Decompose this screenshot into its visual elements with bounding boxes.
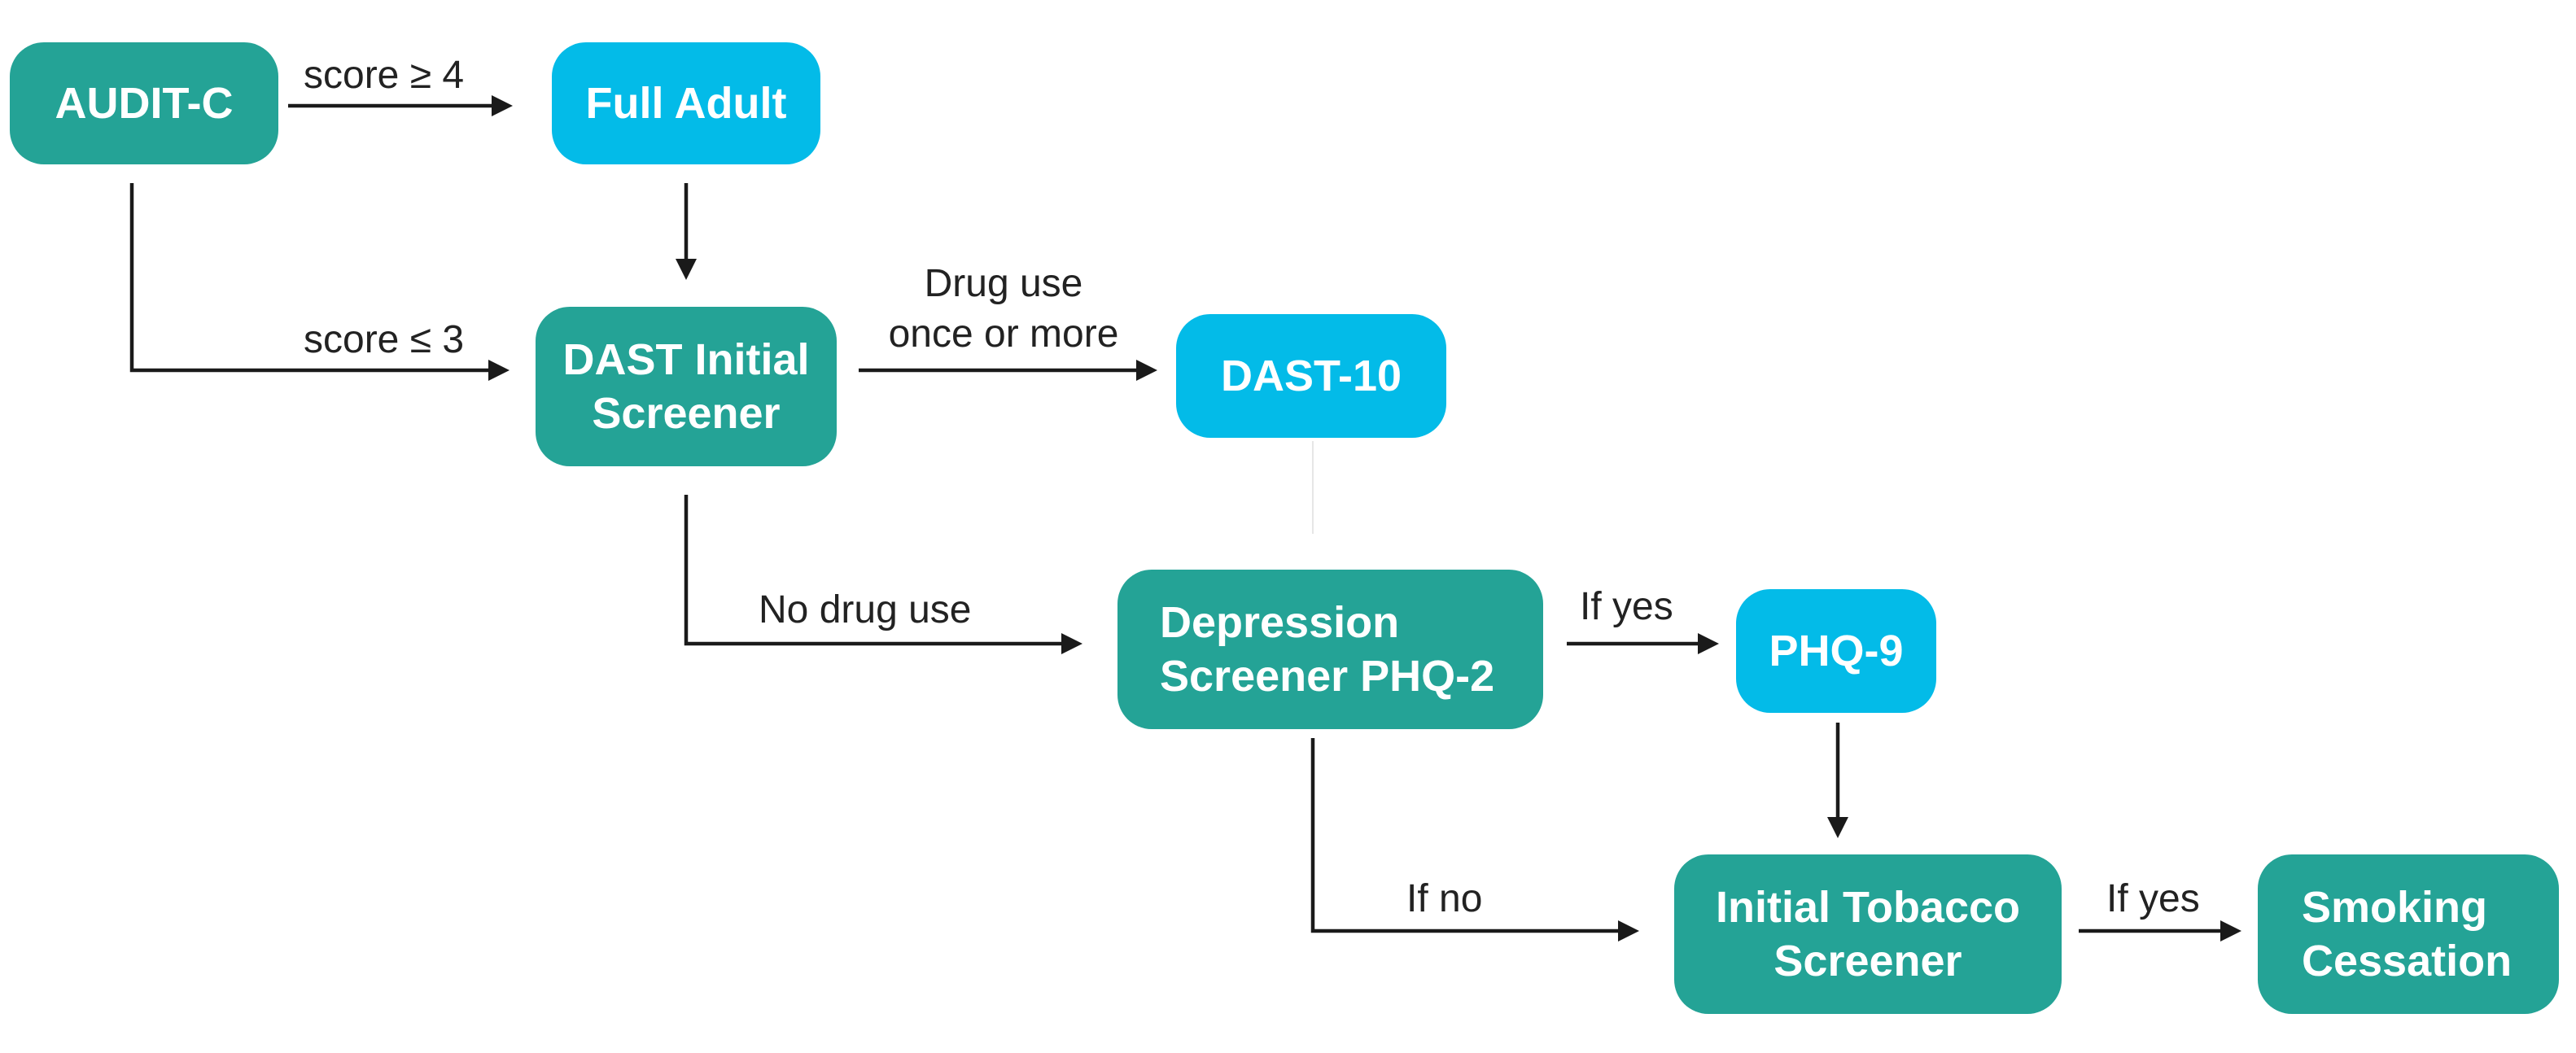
node-audit-c-label: AUDIT-C (55, 79, 234, 128)
edge-label-if-yes-smoking: If yes (2106, 877, 2200, 920)
edge-label-drug-use-line1: Drug use (924, 262, 1083, 305)
edge-label-if-yes-phq: If yes (1580, 585, 1673, 628)
node-depression-screener: Depression Screener PHQ-2 (1117, 570, 1543, 729)
node-initial-tobacco-screener: Initial Tobacco Screener (1674, 854, 2062, 1014)
node-dast-10-label: DAST-10 (1220, 352, 1402, 400)
arrow-depression-to-tobacco (1310, 738, 1628, 933)
node-smoking-cessation: Smoking Cessation (2258, 854, 2559, 1014)
arrow-audit-to-dast (129, 183, 498, 373)
node-smoking-line1: Smoking (2302, 883, 2488, 932)
node-dast-initial-screener: DAST Initial Screener (536, 307, 837, 466)
node-dast-initial-line2: Screener (592, 389, 781, 438)
node-dast-10: DAST-10 (1176, 314, 1446, 438)
edge-label-score-high: score ≥ 4 (304, 54, 465, 97)
edge-label-no-drug-use: No drug use (759, 588, 972, 631)
node-dast-initial-line1: DAST Initial (562, 335, 810, 384)
node-smoking-line2: Cessation (2302, 937, 2513, 985)
edge-label-if-no: If no (1406, 877, 1483, 920)
edge-label-drug-use: Drug use once or more (869, 259, 1138, 360)
edge-label-drug-use-line2: once or more (888, 312, 1119, 356)
node-phq-9-label: PHQ-9 (1769, 627, 1904, 675)
node-audit-c: AUDIT-C (10, 42, 278, 164)
node-phq-9: PHQ-9 (1736, 589, 1936, 713)
node-full-adult: Full Adult (552, 42, 820, 164)
node-tobacco-line2: Screener (1773, 937, 1962, 985)
node-tobacco-line1: Initial Tobacco (1715, 883, 2021, 932)
arrow-dast-to-depression (684, 495, 1071, 646)
node-full-adult-label: Full Adult (585, 79, 787, 128)
node-depression-line1: Depression (1160, 598, 1400, 647)
edge-label-score-low: score ≤ 3 (304, 318, 465, 361)
node-depression-line2: Screener PHQ-2 (1160, 652, 1495, 701)
